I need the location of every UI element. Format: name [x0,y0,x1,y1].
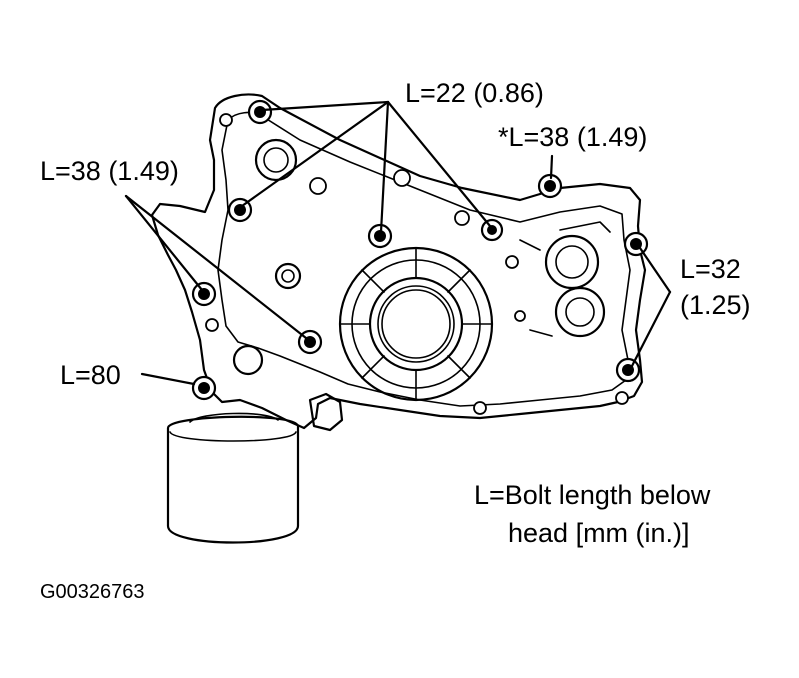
figure-code: G00326763 [40,581,145,603]
legend-line1: L=Bolt length below [474,480,711,510]
legend: L=Bolt length below head [mm (in.)] [474,480,711,548]
bolt-l22-3 [367,223,393,249]
label-l80: L=80 [60,360,121,390]
bolt-l38-a [191,281,217,307]
callout-labels: L=22 (0.86) *L=38 (1.49) L=38 (1.49) L=3… [40,78,751,390]
label-l32-line2: (1.25) [680,290,751,320]
plain-holes [205,113,629,415]
bolt-l32-b [615,357,641,383]
label-l38-star: *L=38 (1.49) [498,122,647,152]
label-l32-line1: L=32 [680,254,741,284]
bolt-l22-4 [480,218,504,242]
bolt-l80 [191,375,217,401]
rotor-housing [338,246,494,402]
bolts [191,99,649,401]
oil-filter [166,412,300,544]
bolt-l22-1 [247,99,273,125]
legend-line2: head [mm (in.)] [508,518,690,548]
upper-left-boss [232,138,344,432]
gallery-ports [519,221,611,338]
bolt-l38-star [537,173,563,199]
label-l38-left: L=38 (1.49) [40,156,179,186]
label-l22: L=22 (0.86) [405,78,544,108]
leader-lines [124,100,672,386]
